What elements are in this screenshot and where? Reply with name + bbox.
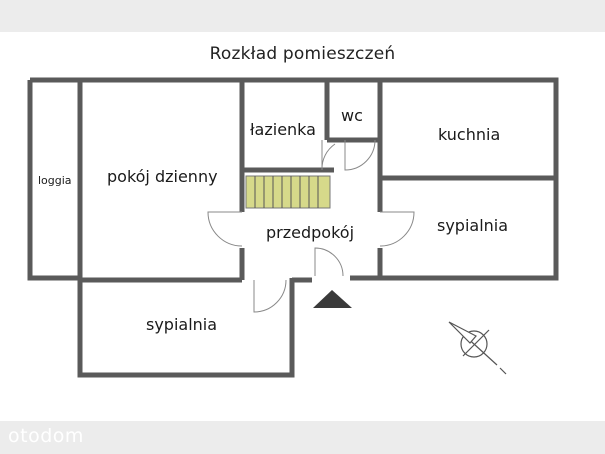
bottom-strip xyxy=(0,421,605,454)
compass-icon xyxy=(448,321,507,375)
plan-title: Rozkład pomieszczeń xyxy=(209,44,396,64)
room-label-bedroom-bottom: sypialnia xyxy=(146,315,218,334)
watermark-logo: otodom xyxy=(8,425,84,447)
room-label-wc: wc xyxy=(341,106,363,125)
room-label-loggia: loggia xyxy=(38,174,72,187)
room-label-living-room: pokój dzienny xyxy=(107,167,218,186)
room-label-kitchen: kuchnia xyxy=(438,125,501,144)
door-bedroom-bottom xyxy=(253,279,287,313)
door-living xyxy=(207,211,243,247)
room-label-bathroom: łazienka xyxy=(250,120,316,139)
doors xyxy=(207,139,415,313)
door-entrance xyxy=(314,247,344,277)
top-strip xyxy=(0,0,605,32)
wall-bedroom-bottom xyxy=(77,278,295,378)
walls xyxy=(27,77,559,378)
stairs xyxy=(245,175,331,209)
door-bathroom xyxy=(321,140,336,171)
room-label-bedroom-right: sypialnia xyxy=(437,216,509,235)
wall-outer-left xyxy=(27,80,80,281)
door-bedroom-right xyxy=(379,211,415,247)
door-wc xyxy=(344,139,376,171)
room-label-hallway: przedpokój xyxy=(266,223,355,242)
entrance-triangle-icon xyxy=(313,290,352,308)
